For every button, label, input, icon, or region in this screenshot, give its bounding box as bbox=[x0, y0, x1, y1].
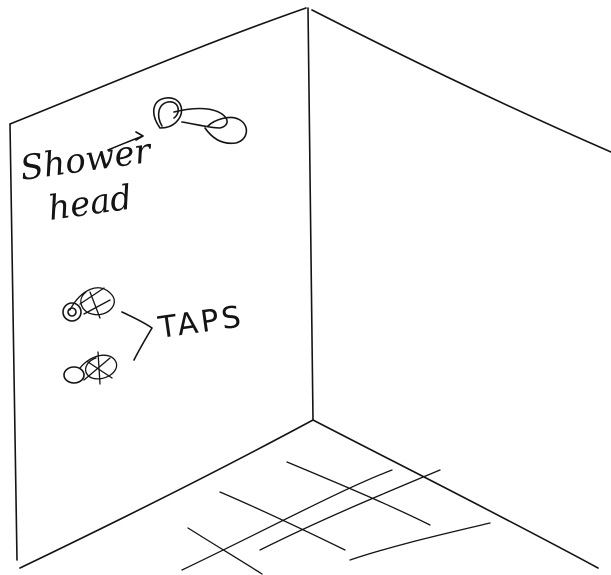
taps-label: TAPS bbox=[155, 299, 246, 346]
right-wall-top-edge bbox=[312, 10, 611, 152]
left-wall-top-edge bbox=[10, 8, 306, 124]
floor-tile-grid bbox=[182, 462, 490, 574]
left-wall-side-edge bbox=[10, 124, 17, 560]
tap-bottom-icon bbox=[64, 352, 117, 384]
right-floor-edge bbox=[313, 420, 598, 568]
taps-bracket bbox=[122, 312, 152, 360]
shower-label-line2: head bbox=[46, 178, 135, 229]
wall-corner-edge bbox=[308, 8, 313, 420]
shower-head-icon bbox=[154, 98, 247, 144]
tap-top-icon bbox=[63, 288, 114, 321]
